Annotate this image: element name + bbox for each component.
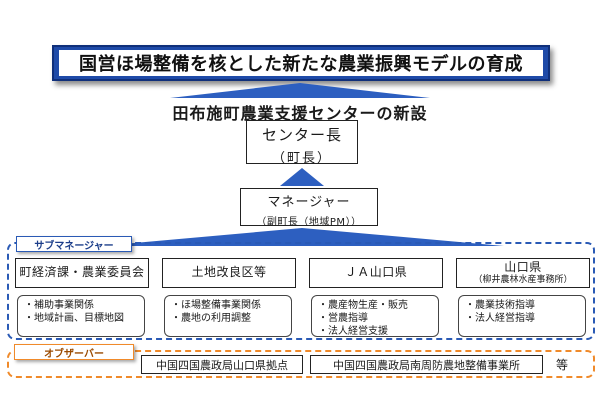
upward-arrow: [280, 168, 324, 186]
title-banner: 国営ほ場整備を核とした新たな農業振興モデルの育成: [52, 45, 550, 81]
task-box-pref: ・農業技術指導 ・法人経営指導: [458, 295, 586, 337]
task-item: ・補助事業関係: [24, 300, 94, 311]
task-item: ・農地の利用調整: [171, 313, 251, 324]
task-item: ・農業技術指導: [465, 300, 535, 311]
base-triangle: [100, 228, 504, 246]
org-box-ja: ＪＡ山口県: [309, 258, 443, 288]
diagram-title: 国営ほ場整備を核とした新たな農業振興モデルの育成: [59, 50, 543, 76]
submanager-frame: [7, 242, 595, 340]
org-name: 山口県: [504, 259, 542, 274]
task-item: ・営農指導: [318, 313, 368, 324]
manager-title: マネージャー: [267, 195, 351, 210]
org-box-town: 町経済課・農業委員会: [15, 258, 149, 288]
manager-box: マネージャー （副町長（地域PM））: [240, 188, 378, 228]
task-box-ja: ・農産物生産・販売 ・営農指導 ・法人経営支援: [311, 295, 439, 337]
observer-frame: [7, 350, 595, 378]
center-head-role: （町長）: [271, 151, 332, 166]
submanager-tag: サブマネージャー: [16, 236, 132, 252]
top-triangle: [170, 83, 430, 98]
observer-box-1: 中国四国農政局山口県拠点: [141, 355, 303, 374]
org-box-land: 土地改良区等: [162, 258, 296, 288]
observer-box-2: 中国四国農政局南周防農地整備事業所: [310, 355, 543, 374]
center-head-box: センター長 （町長）: [246, 120, 358, 166]
observer-tag: オブザーバー: [14, 344, 134, 360]
task-box-land: ・ほ場整備事業関係 ・農地の利用調整: [164, 295, 292, 337]
task-item: ・ほ場整備事業関係: [171, 300, 261, 311]
task-item: ・法人経営支援: [318, 326, 388, 337]
task-item: ・法人経営指導: [465, 313, 535, 324]
org-name: 町経済課・農業委員会: [19, 265, 145, 280]
org-box-pref: 山口県 （柳井農林水産事務所）: [456, 258, 590, 288]
observer-etc: 等: [556, 358, 569, 372]
center-name: 田布施町農業支援センターの新設: [172, 104, 428, 123]
org-name: ＪＡ山口県: [344, 265, 408, 280]
org-name: 土地改良区等: [191, 265, 267, 280]
task-item: ・農産物生産・販売: [318, 300, 408, 311]
org-note: （柳井農林水産事務所）: [473, 274, 573, 285]
manager-role: （副町長（地域PM））: [256, 217, 362, 228]
task-box-town: ・補助事業関係 ・地域計画、目標地図: [17, 295, 145, 337]
task-item: ・地域計画、目標地図: [24, 313, 124, 324]
center-head-title: センター長: [261, 126, 342, 144]
